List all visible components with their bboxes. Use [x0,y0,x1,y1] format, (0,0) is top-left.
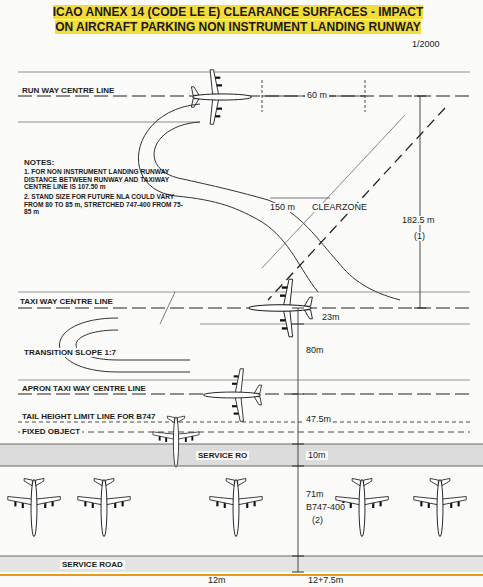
road-label: SERVICE RO [196,451,249,460]
road-label: SERVICE ROAD [60,560,125,569]
line-label: APRON TAXI WAY CENTRE LINE [20,384,148,393]
dimension: 80m [304,346,326,355]
callout-number: (1) [412,232,427,241]
zone-label: CLEARZONE [310,203,369,212]
diagram-title: ICAO ANNEX 14 (CODE LE E) CLEARANCE SURF… [48,5,428,35]
scale-ratio: 1/2000 [410,40,442,49]
dimension: 12+7.5m [306,576,345,585]
line-label: TAIL HEIGHT LIMIT LINE FOR B747 [20,412,158,421]
note-text: 2. STAND SIZE FOR FUTURE NLA COULD VARY … [24,193,184,216]
callout-number: (2) [310,516,325,525]
dimension: 10m [306,451,328,460]
slope-label: TRANSITION SLOPE 1:7 [22,348,118,357]
line-label: FIXED OBJECT [20,427,82,436]
dimension: 182.5 m [400,216,437,225]
line-label: TAXI WAY CENTRE LINE [18,297,115,306]
notes-heading: NOTES: [24,158,54,167]
dimension: 47.5m [304,415,333,424]
dimension: 12m [206,576,228,585]
dimension: 23m [320,313,342,322]
title-text: ICAO ANNEX 14 (CODE LE E) CLEARANCE SURF… [53,5,424,34]
note-text: 1. FOR NON INSTRUMENT LANDING RUNWAY DIS… [24,168,184,191]
dimension: 150 m [268,203,297,212]
dimension: 71m [304,490,326,499]
dimension: 60 m [305,91,329,100]
line-label: RUN WAY CENTRE LINE [20,86,116,95]
aircraft-label: B747-400 [304,503,347,512]
